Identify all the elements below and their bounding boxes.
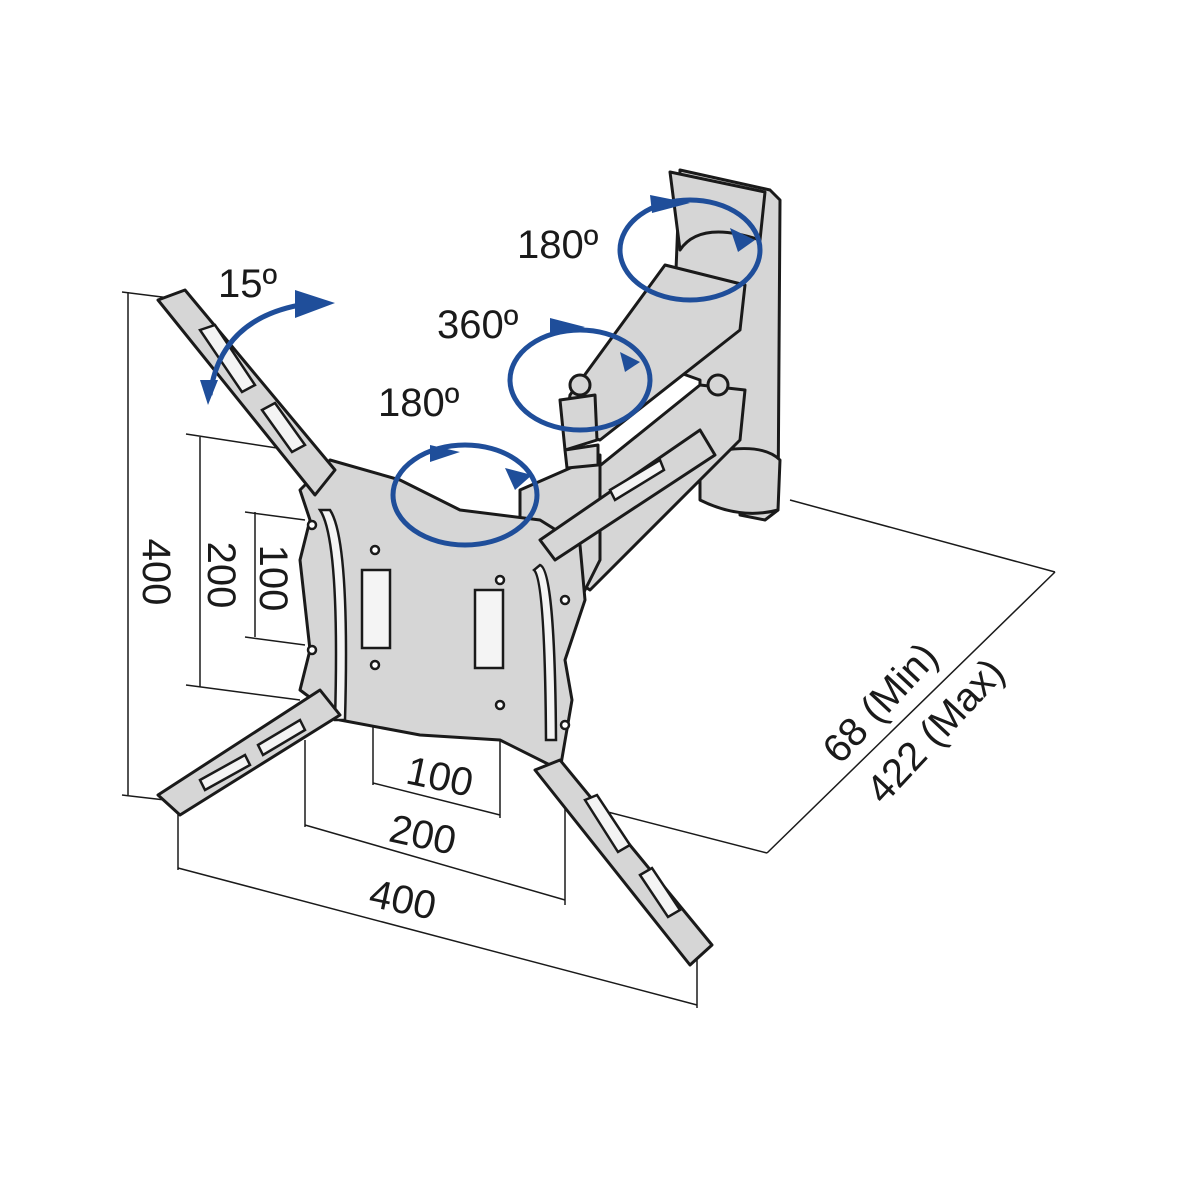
vesa-height-200: 200	[199, 542, 243, 609]
arm-swivel-label: 360º	[437, 303, 519, 347]
tilt-arrow-icon	[207, 302, 301, 396]
wall-swivel-arrow-icon	[617, 197, 763, 303]
vesa-width-100: 100	[402, 749, 476, 806]
wall-plate	[668, 168, 782, 522]
rotation-arrows	[200, 195, 763, 548]
wall-swivel-label: 180º	[517, 223, 599, 267]
vesa-height-400: 400	[134, 539, 178, 606]
head-swivel-label: 180º	[378, 381, 460, 425]
vesa-width-200: 200	[385, 807, 459, 864]
arm-swivel-arrow-icon	[507, 327, 653, 433]
tilt-label: 15º	[218, 262, 277, 306]
vesa-height-100: 100	[251, 545, 295, 612]
head-swivel-arrow-icon	[390, 442, 540, 548]
vesa-plate	[156, 288, 717, 967]
